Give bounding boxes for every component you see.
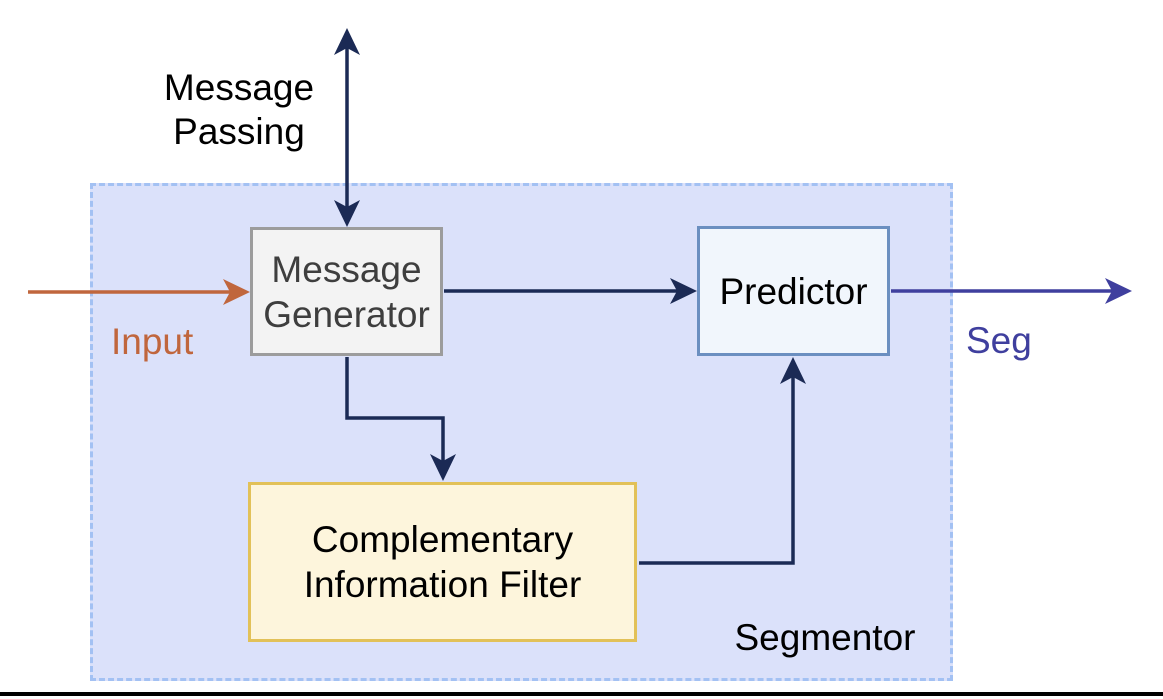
predictor-node: Predictor [697,226,890,356]
message-generator-node: Message Generator [250,227,443,356]
complementary-information-filter-node: Complementary Information Filter [248,482,637,642]
seg-label: Seg [966,320,1032,361]
input-label: Input [111,321,194,362]
message-passing-label-line1: Message [163,67,315,108]
filter-label-line1: Complementary [311,519,574,560]
segmentor-label: Segmentor [734,617,916,658]
filter-label-line2: Information Filter [303,564,582,605]
predictor-label: Predictor [719,270,868,312]
bottom-divider-line [0,692,1163,696]
message-generator-label-line2: Generator [263,293,430,335]
message-passing-label-line2: Passing [173,111,305,152]
message-generator-label-line1: Message [271,248,422,290]
message-passing-label: Message Passing [130,66,348,154]
